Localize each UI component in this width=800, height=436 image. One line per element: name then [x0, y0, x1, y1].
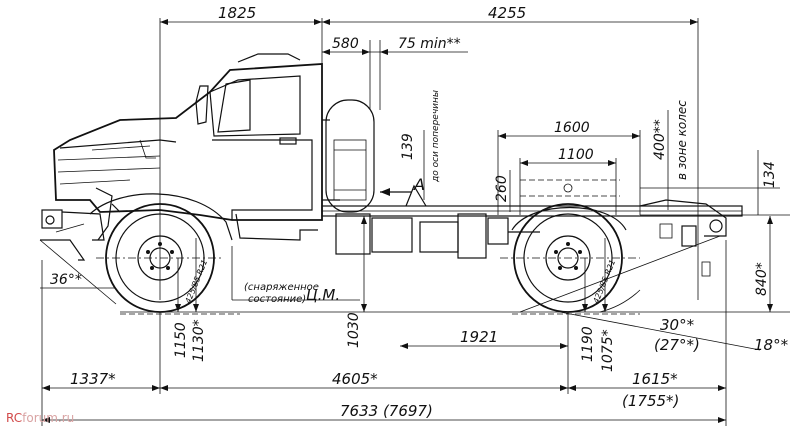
rear-wheel — [500, 203, 640, 313]
dim-1337: 1337* — [70, 370, 116, 388]
spare-wheel — [325, 99, 375, 213]
dim-75-min: 75 min** — [398, 36, 461, 52]
view-arrow-a — [380, 188, 412, 196]
cm-label: Ц.М. — [306, 286, 340, 304]
chassis-frame — [321, 179, 743, 277]
height-dimensions — [175, 130, 773, 349]
dim-139-note: до оси поперечины — [431, 90, 441, 183]
watermark-rest: forum.ru — [22, 411, 75, 425]
dim-1921: 1921 — [460, 328, 498, 346]
dim-134: 134 — [762, 161, 778, 188]
dim-1615: 1615* — [632, 370, 678, 388]
angle-27: (27°*) — [654, 336, 700, 354]
loaded-note-line1: (снаряженное — [244, 282, 319, 293]
dim-4605: 4605* — [332, 370, 378, 388]
loaded-note-line2: состояние) — [248, 294, 306, 305]
dim-400-note: в зоне колес — [675, 100, 689, 180]
dim-1130: 1130* — [191, 319, 207, 362]
dim-1075: 1075* — [600, 329, 616, 372]
watermark-red: RC — [6, 411, 23, 425]
dim-1755: (1755*) — [622, 392, 679, 410]
dim-1030: 1030 — [346, 312, 362, 348]
dim-1190: 1190 — [580, 326, 596, 362]
dim-840: 840* — [754, 262, 770, 296]
angle-18: 18°* — [754, 336, 789, 354]
dim-260: 260 — [494, 175, 510, 202]
dim-1100: 1100 — [558, 147, 594, 163]
dim-total-length: 7633 (7697) — [340, 402, 433, 420]
view-letter-a: A — [413, 175, 425, 194]
dim-580: 580 — [332, 36, 359, 52]
angle-lines — [39, 235, 761, 351]
dim-4255: 4255 — [488, 4, 526, 22]
dim-1825: 1825 — [218, 4, 256, 22]
angle-30: 30°* — [660, 316, 695, 334]
bottom-dimensions — [41, 240, 727, 426]
dim-1600: 1600 — [554, 120, 590, 136]
top-dimensions — [159, 18, 790, 300]
dim-139: 139 — [400, 133, 416, 160]
cab-outline — [40, 53, 340, 261]
angle-36: 36°* — [50, 272, 82, 288]
dim-400: 400** — [652, 119, 668, 160]
dim-1150: 1150 — [173, 322, 189, 358]
watermark: RCforum.ru — [6, 411, 74, 425]
